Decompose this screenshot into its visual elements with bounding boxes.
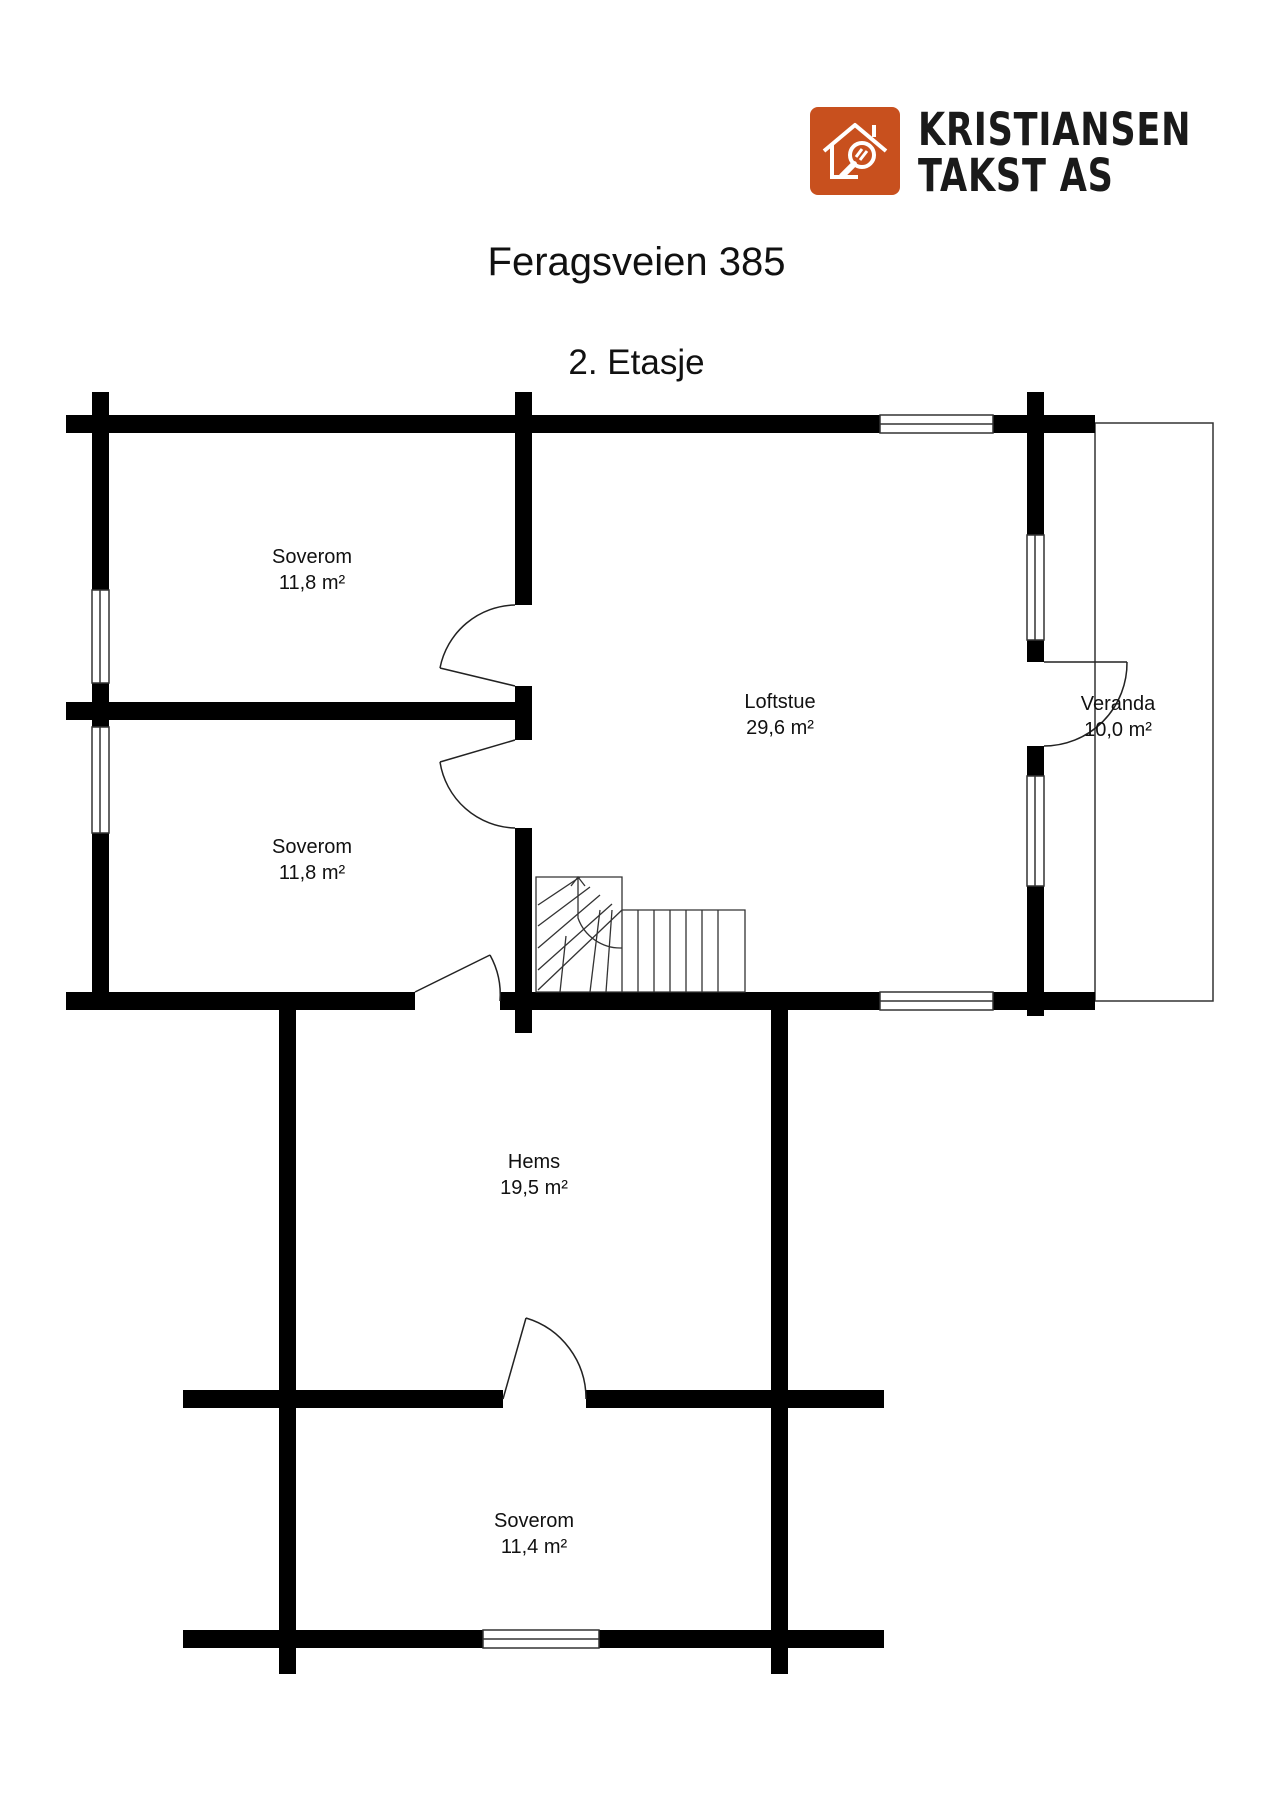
logo-line-1: KRISTIANSEN <box>918 103 1192 156</box>
room-name-soverom-2: Soverom <box>272 836 352 858</box>
room-area-loftstue: 29,6 m² <box>746 717 814 739</box>
wall-bottom-left <box>66 992 415 1010</box>
wall-bottom-lower-left <box>183 1630 483 1648</box>
door-veranda <box>1043 661 1128 747</box>
room-area-veranda: 10,0 m² <box>1084 719 1152 741</box>
windows <box>91 414 1045 1649</box>
room-labels: Soverom 11,8 m² Loftstue 29,6 m² Veranda… <box>272 546 1156 1558</box>
wall-inner-upper <box>515 415 532 605</box>
room-name-hems: Hems <box>508 1151 560 1173</box>
wall-lower-divider-left <box>183 1390 503 1408</box>
door-soverom-3 <box>502 1317 587 1400</box>
wall-inner-lower <box>515 828 532 1033</box>
room-name-soverom-1: Soverom <box>272 546 352 568</box>
wall-left-upper <box>92 415 109 590</box>
wall-lower-divider-right <box>586 1390 884 1408</box>
wall-top-left <box>66 415 880 433</box>
staircase <box>535 875 746 993</box>
wall-hems-left <box>279 992 296 1674</box>
door-hems <box>414 954 501 1002</box>
wall-bottom-middle <box>500 992 880 1010</box>
wall-bottom-right <box>993 992 1095 1010</box>
wall-bedroom-divider <box>66 702 532 720</box>
wall-hems-right <box>771 992 788 1674</box>
room-name-soverom-3: Soverom <box>494 1510 574 1532</box>
room-name-loftstue: Loftstue <box>744 691 815 713</box>
walls <box>66 392 1095 1674</box>
company-logo: KRISTIANSEN TAKST AS <box>810 105 1191 202</box>
room-area-soverom-3: 11,4 m² <box>501 1536 568 1558</box>
room-area-hems: 19,5 m² <box>500 1177 568 1199</box>
wall-bottom-lower-right <box>599 1630 884 1648</box>
room-area-soverom-2: 11,8 m² <box>279 862 346 884</box>
logo-line-2: TAKST AS <box>918 149 1114 202</box>
page-title: Feragsveien 385 <box>487 240 786 284</box>
doors <box>414 604 1128 1400</box>
floor-title: 2. Etasje <box>568 343 705 382</box>
room-area-soverom-1: 11,8 m² <box>279 572 346 594</box>
door-soverom-2 <box>439 739 516 829</box>
house-magnifier-icon <box>810 107 900 195</box>
door-soverom-1 <box>439 604 516 687</box>
room-name-veranda: Veranda <box>1081 693 1156 715</box>
